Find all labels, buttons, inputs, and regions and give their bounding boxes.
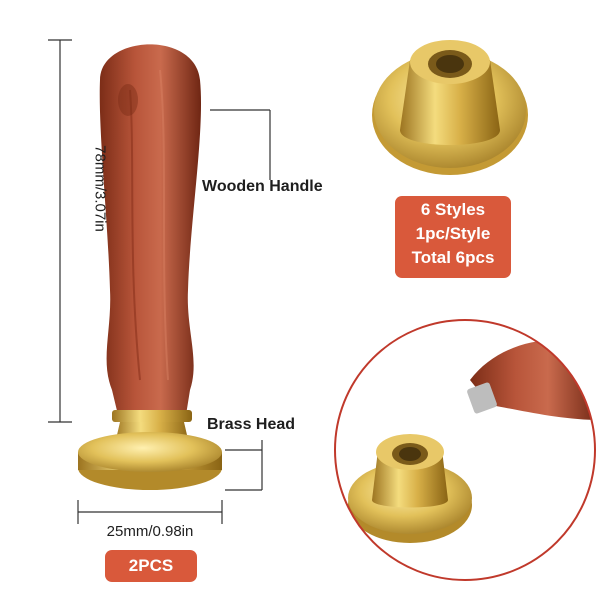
- styles-badge-line3: Total 6pcs: [411, 248, 495, 267]
- wooden-handle-illustration: [99, 44, 202, 415]
- brass-head-label: Brass Head: [207, 416, 296, 433]
- brass-head-closeup: [372, 40, 528, 175]
- height-dimension-label: 78mm/3.07in: [91, 145, 109, 232]
- styles-badge-line2: 1pc/Style: [415, 224, 491, 243]
- dimension-lines: [48, 39, 271, 524]
- styles-badge: 6 Styles 1pc/Style Total 6pcs: [395, 196, 511, 278]
- assembly-detail-circle: [334, 319, 596, 581]
- width-dimension-label: 25mm/0.98in: [106, 523, 194, 540]
- quantity-badge: 2PCS: [105, 550, 197, 582]
- brass-head-illustration: [78, 410, 222, 490]
- styles-badge-line1: 6 Styles: [420, 200, 486, 219]
- wooden-handle-label: Wooden Handle: [202, 178, 323, 195]
